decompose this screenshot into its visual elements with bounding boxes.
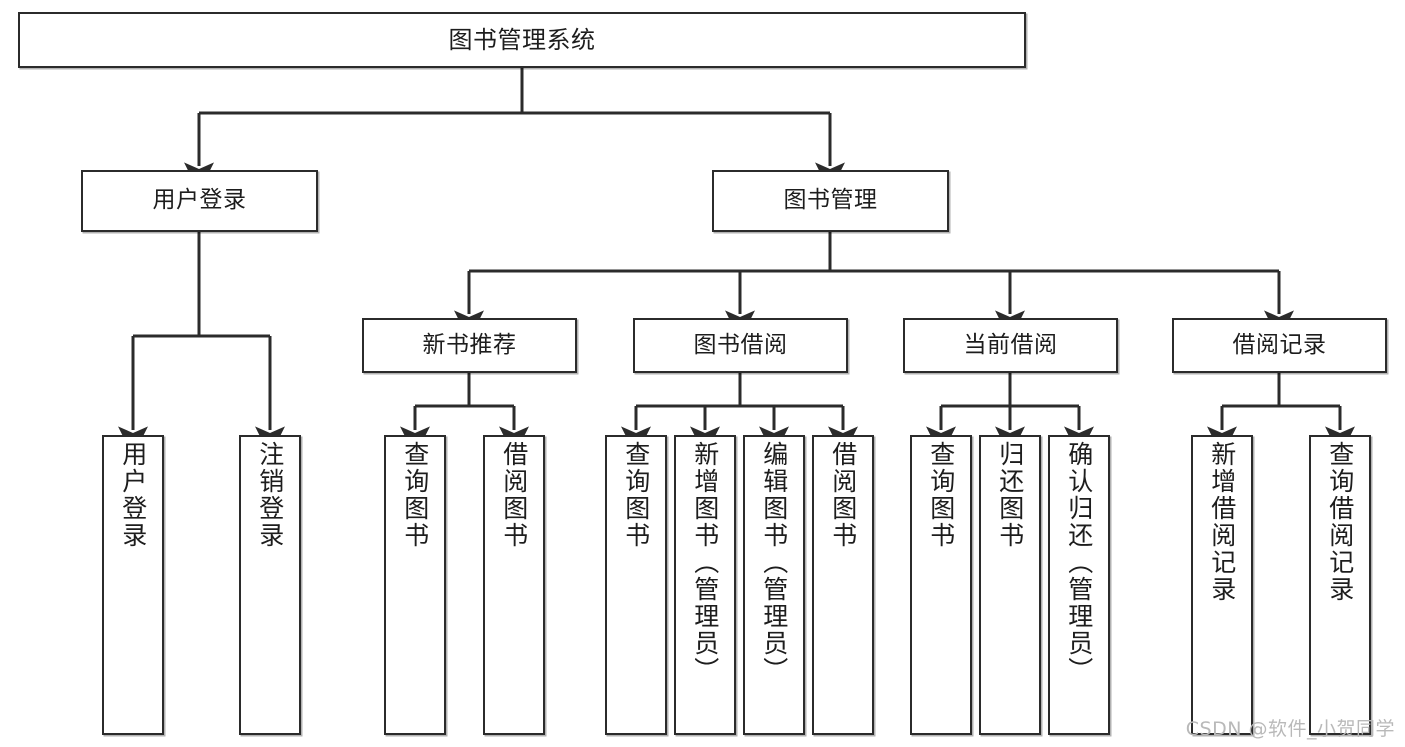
node-borrow-do-borrow[interactable]: 借阅图书 [812,435,874,735]
node-records-add-record[interactable]: 新增借阅记录 [1191,435,1253,735]
node-current-confirm-return-label: 确认归还（管理员） [1064,441,1094,684]
node-user-login[interactable]: 用户登录 [81,170,318,232]
node-newbook-query-book[interactable]: 查询图书 [384,435,446,735]
node-borrow-query-book-label: 查询图书 [621,441,651,549]
node-current-borrow[interactable]: 当前借阅 [903,318,1118,373]
node-login-action-label: 用户登录 [118,441,148,549]
node-new-book-recommend[interactable]: 新书推荐 [362,318,577,373]
node-book-borrow-label: 图书借阅 [693,331,788,358]
node-current-return-book-label: 归还图书 [995,441,1025,549]
node-borrow-query-book[interactable]: 查询图书 [605,435,667,735]
node-borrow-add-book[interactable]: 新增图书（管理员） [674,435,736,735]
node-book-borrow[interactable]: 图书借阅 [633,318,848,373]
node-logout-action-label: 注销登录 [255,441,285,549]
node-newbook-borrow-book-label: 借阅图书 [499,441,529,549]
node-borrow-edit-book-label: 编辑图书（管理员） [759,441,789,684]
node-borrow-records[interactable]: 借阅记录 [1172,318,1387,373]
node-borrow-add-book-label: 新增图书（管理员） [690,441,720,684]
node-root[interactable]: 图书管理系统 [18,12,1026,68]
node-borrow-edit-book[interactable]: 编辑图书（管理员） [743,435,805,735]
node-borrow-records-label: 借阅记录 [1232,331,1327,358]
node-current-confirm-return[interactable]: 确认归还（管理员） [1048,435,1110,735]
node-book-management[interactable]: 图书管理 [712,170,949,232]
node-current-return-book[interactable]: 归还图书 [979,435,1041,735]
node-current-borrow-label: 当前借阅 [963,331,1058,358]
node-newbook-query-book-label: 查询图书 [400,441,430,549]
node-logout-action[interactable]: 注销登录 [239,435,301,735]
node-current-query-book-label: 查询图书 [926,441,956,549]
node-records-query-record-label: 查询借阅记录 [1325,441,1355,603]
node-borrow-do-borrow-label: 借阅图书 [828,441,858,549]
csdn-watermark: CSDN @软件_小贺同学 [1185,718,1395,740]
node-root-label: 图书管理系统 [448,25,596,54]
node-newbook-borrow-book[interactable]: 借阅图书 [483,435,545,735]
node-records-query-record[interactable]: 查询借阅记录 [1309,435,1371,735]
node-records-add-record-label: 新增借阅记录 [1207,441,1237,603]
node-new-book-recommend-label: 新书推荐 [422,331,517,358]
node-user-login-label: 用户登录 [152,187,247,214]
node-login-action[interactable]: 用户登录 [102,435,164,735]
node-current-query-book[interactable]: 查询图书 [910,435,972,735]
node-book-management-label: 图书管理 [783,187,878,214]
